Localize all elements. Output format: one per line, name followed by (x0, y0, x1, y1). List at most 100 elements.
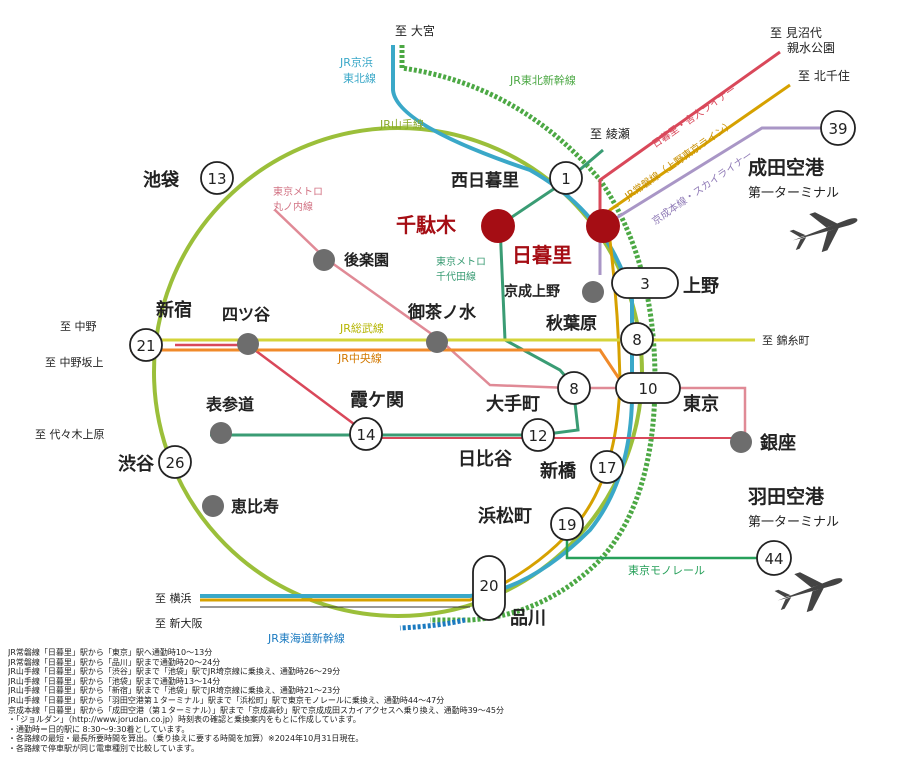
station-dot-korakuen (313, 249, 335, 271)
label-tohoku-shinkansen: JR東北新幹線 (509, 73, 576, 87)
station-dot-ebisu (202, 495, 224, 517)
station-hibiya: 日比谷 (458, 449, 513, 470)
station-nishinippori: 西日暮里 (451, 170, 519, 191)
note-line: JR常磐線「日暮里」駅から「品川」駅まで通勤時20～24分 (8, 657, 221, 667)
note-line: JR山手線「日暮里」駅から「渋谷」駅まで「池袋」駅でJR埼京線に乗換え、通勤時2… (8, 667, 341, 677)
station-sendagi: 千駄木 (396, 213, 457, 237)
minute-badge-hibiya: 12 (521, 418, 555, 452)
minute-badge-shibuya: 26 (158, 445, 192, 479)
minute-badge-tokyo: 10 (615, 372, 681, 404)
airplane-icon-narita (789, 212, 858, 253)
monorail-line (565, 525, 762, 560)
label-monorail: 東京モノレール (628, 563, 705, 577)
minute-shibuya: 26 (165, 454, 184, 472)
minute-shimbashi: 17 (597, 459, 616, 477)
minute-akihabara: 8 (632, 331, 642, 349)
minute-badge-narita: 39 (820, 110, 856, 146)
station-dot-omotesando (210, 422, 232, 444)
station-kasumigaseki: 霞ケ関 (350, 390, 404, 411)
minute-badge-ikebukuro: 13 (200, 161, 234, 195)
station-shimbashi: 新橋 (540, 460, 577, 482)
station-keisei-ueno: 京成上野 (504, 283, 560, 300)
station-highlight-sendagi (481, 209, 515, 243)
station-akihabara: 秋葉原 (546, 313, 597, 334)
station-ginza: 銀座 (760, 432, 796, 454)
minute-badge-shinagawa: 20 (472, 555, 506, 621)
station-omotesando: 表参道 (205, 395, 254, 414)
station-dot-yotsuya (237, 333, 259, 355)
station-ueno: 上野 (683, 276, 719, 297)
label-chiyoda-2: 千代田線 (436, 270, 476, 283)
station-otemachi: 大手町 (486, 393, 540, 415)
dest-omiya: 至 大宮 (395, 23, 435, 38)
station-shinjuku: 新宿 (156, 299, 192, 321)
note-line: 京成本線「日暮里」駅から「成田空港（第１ターミナル）」駅まで「京成高砂」駅で京成… (8, 705, 504, 715)
minute-ikebukuro: 13 (207, 170, 226, 188)
minute-badge-shinjuku: 21 (129, 328, 163, 362)
minute-badge-nishinippori: 1 (549, 161, 583, 195)
station-dot-ochanomizu (426, 331, 448, 353)
station-nippori: 日暮里 (512, 243, 572, 267)
minute-badge-kasumigaseki: 14 (349, 417, 383, 451)
note-line: ・通勤時＝日的駅に 8:30～9:30着としています。 (8, 724, 190, 734)
nippori-toneri-line (598, 50, 781, 210)
station-ochanomizu: 御茶ノ水 (407, 302, 477, 323)
dest-minumadai-1: 至 見沼代 (770, 26, 822, 40)
dest-shinosaka: 至 新大阪 (155, 616, 203, 630)
note-line: JR常磐線「日暮里」駅から「東京」駅へ通勤時10～13分 (8, 648, 213, 657)
minute-kasumigaseki: 14 (356, 426, 375, 444)
label-jr-chuo: JR中央線 (337, 351, 382, 365)
chuo-line (130, 348, 622, 381)
note-line: ・各路線の最短・最長所要時間を算出。（乗り換えに要する時間を加算）※2024年1… (8, 734, 364, 744)
dest-ayase: 至 綾瀬 (590, 126, 630, 141)
minute-narita: 39 (828, 120, 847, 138)
label-jr-sobu: JR総武線 (339, 321, 384, 335)
label-chiyoda-1: 東京メトロ (436, 255, 486, 268)
dest-kitasenju: 至 北千住 (798, 69, 850, 83)
station-ikebukuro: 池袋 (143, 169, 180, 191)
minute-badge-hamamatsucho: 19 (550, 507, 584, 541)
station-dot-ginza (730, 431, 752, 453)
note-line: JR山手線「日暮里」駅から「新宿」駅まで「池袋」駅でJR埼京線に乗換え、通勤時2… (8, 686, 341, 696)
label-marunouchi-2: 丸ノ内線 (273, 200, 313, 213)
station-tokyo: 東京 (683, 393, 719, 415)
minute-badge-haneda: 44 (756, 540, 792, 576)
yamanote-line (152, 126, 644, 618)
minute-badge-akihabara: 8 (620, 322, 654, 356)
note-line: JR山手線「日暮里」駅から「池袋」駅まで通勤時13～14分 (8, 676, 221, 686)
label-nippori-toneri: 日暮里・舎人ライナー (649, 83, 738, 151)
label-jr-yamanote: JR山手線 (379, 117, 424, 131)
station-narita-2: 第一ターミナル (748, 186, 839, 201)
minute-hamamatsucho: 19 (557, 516, 576, 534)
station-ebisu: 恵比寿 (231, 497, 279, 516)
tokaido-shinkansen-line (399, 617, 466, 631)
minute-ueno: 3 (640, 275, 650, 293)
label-jr-keihin-1: JR京浜 (339, 55, 373, 69)
station-dot-keisei-ueno (582, 281, 604, 303)
station-shinagawa: 品川 (510, 608, 546, 629)
minute-shinagawa: 20 (479, 577, 498, 595)
label-jr-keihin-2: 東北線 (343, 71, 376, 85)
station-narita-1: 成田空港 (748, 156, 825, 179)
dest-yokohama: 至 横浜 (155, 591, 192, 605)
station-yotsuya: 四ツ谷 (222, 305, 271, 324)
note-line: JR山手線「日暮里」駅から「羽田空港第１ターミナル」駅まで「浜松町」駅で東京モノ… (8, 695, 445, 705)
dest-yoyogiuehara: 至 代々木上原 (35, 428, 105, 441)
minute-tokyo: 10 (638, 380, 657, 398)
station-korakuen: 後楽園 (343, 251, 389, 269)
label-tokaido-shinkansen: JR東海道新幹線 (267, 631, 345, 645)
dest-nakanosakaue: 至 中野坂上 (45, 356, 104, 369)
airplane-icon-haneda (774, 572, 843, 613)
dest-kinshicho: 至 錦糸町 (762, 333, 810, 347)
dest-minumadai-2: 親水公園 (787, 41, 835, 55)
minute-shinjuku: 21 (136, 337, 155, 355)
station-hamamatsucho: 浜松町 (478, 505, 532, 527)
minute-haneda: 44 (764, 550, 783, 568)
dest-nakano: 至 中野 (60, 320, 97, 333)
note-line: ・「ジョルダン」（http://www.jorudan.co.jp）時刻表の確認… (8, 715, 361, 725)
minute-hibiya: 12 (528, 427, 547, 445)
station-haneda-1: 羽田空港 (748, 485, 825, 508)
label-marunouchi-1: 東京メトロ (273, 185, 323, 198)
minute-otemachi: 8 (569, 380, 579, 398)
marunouchi-branch (175, 343, 363, 432)
